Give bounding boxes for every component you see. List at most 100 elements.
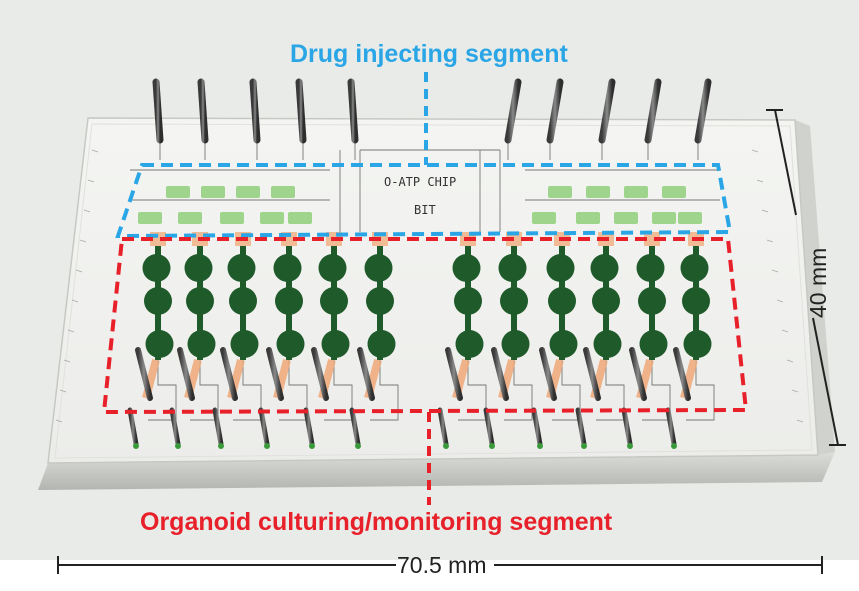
front-pin <box>665 407 677 447</box>
organoid-chamber <box>276 330 305 358</box>
organoid-chamber <box>500 287 528 315</box>
side-pin <box>673 347 691 401</box>
edge-tick <box>75 269 83 273</box>
organoid-chamber <box>320 287 348 315</box>
valve <box>678 212 702 224</box>
valve <box>548 186 572 198</box>
drug-segment-box <box>115 163 733 239</box>
trace-segment <box>596 360 625 421</box>
valve <box>271 186 295 198</box>
valve <box>614 212 638 224</box>
organoid-chamber <box>367 330 396 358</box>
edge-tick <box>79 239 87 243</box>
front-pin <box>437 407 449 447</box>
width-dimension-label: 70.5 mm <box>397 552 486 578</box>
top-pin <box>546 78 564 144</box>
side-pin <box>583 347 601 401</box>
organoid-chamber <box>366 287 394 315</box>
edge-tick <box>55 419 63 423</box>
front-pin <box>212 407 224 447</box>
organoid-chamber <box>275 287 303 315</box>
valve <box>288 212 312 224</box>
pin-tip <box>443 443 449 449</box>
drug-segment-label: Drug injecting segment <box>290 40 568 68</box>
organoid-chamber <box>186 287 214 315</box>
organoid-segment-label: Organoid culturing/monitoring segment <box>140 508 613 536</box>
organoid-chamber <box>546 254 575 282</box>
trace-segment <box>148 360 177 421</box>
front-pin <box>169 407 181 447</box>
edge-tick <box>87 179 95 183</box>
pin-tip <box>671 443 677 449</box>
trace-segment <box>458 360 487 421</box>
edge-tick <box>771 269 779 273</box>
organoid-chamber <box>227 254 256 282</box>
organoid-chamber <box>590 254 619 282</box>
valve <box>576 212 600 224</box>
connector-pins <box>127 78 712 449</box>
front-pin <box>531 407 543 447</box>
organoid-chamber <box>680 254 709 282</box>
organoid-segment-box <box>101 237 749 415</box>
valve <box>662 186 686 198</box>
edge-tick <box>91 149 99 153</box>
valve <box>652 212 676 224</box>
edge-tick <box>59 389 67 393</box>
trace-segment <box>370 360 399 421</box>
top-pin <box>152 78 164 144</box>
organoid-chamber <box>142 254 171 282</box>
organoid-chamber <box>452 254 481 282</box>
valve <box>236 186 260 198</box>
front-pin <box>258 407 270 447</box>
chip-sub-text: BIT <box>414 203 436 217</box>
height-dimension-label: 40 mm <box>805 248 831 318</box>
side-pin <box>445 347 463 401</box>
top-pin <box>249 78 261 144</box>
edge-tick <box>63 359 71 363</box>
organoid-chamber <box>229 287 257 315</box>
organoid-chamber <box>455 330 484 358</box>
organoid-chamber <box>548 287 576 315</box>
pin-tip <box>133 443 139 449</box>
organoid-chamber <box>498 254 527 282</box>
front-pin <box>621 407 633 447</box>
pin-tip <box>489 443 495 449</box>
edge-tick <box>791 389 799 393</box>
organoid-chamber <box>321 330 350 358</box>
front-pin <box>127 407 139 447</box>
side-pin <box>177 347 195 401</box>
trace-segment <box>233 360 262 421</box>
trace-segment <box>686 360 715 421</box>
organoid-chamber <box>318 254 347 282</box>
top-pin <box>295 78 307 144</box>
pin-tip <box>627 443 633 449</box>
valve <box>532 212 556 224</box>
valve <box>624 186 648 198</box>
valve <box>178 212 202 224</box>
front-pin <box>349 407 361 447</box>
pin-tip <box>537 443 543 449</box>
pin-tip <box>581 443 587 449</box>
top-pin <box>504 78 522 144</box>
organoid-chamber <box>184 254 213 282</box>
edge-tick <box>776 299 784 303</box>
side-pin <box>266 347 284 401</box>
side-pin <box>539 347 557 401</box>
circuit-traces <box>55 140 804 423</box>
organoid-chambers <box>142 246 712 360</box>
organoid-chamber <box>230 330 259 358</box>
pin-tip <box>309 443 315 449</box>
organoid-chamber <box>638 287 666 315</box>
organoid-chamber <box>593 330 622 358</box>
edge-tick <box>781 329 789 333</box>
organoid-chamber <box>273 254 302 282</box>
trace-segment <box>642 360 671 421</box>
pin-tip <box>355 443 361 449</box>
width-dimension <box>57 556 823 574</box>
side-pin <box>357 347 375 401</box>
organoid-chamber <box>682 287 710 315</box>
trace-segment <box>279 360 308 421</box>
side-pin <box>311 347 329 401</box>
edge-tick <box>786 359 794 363</box>
